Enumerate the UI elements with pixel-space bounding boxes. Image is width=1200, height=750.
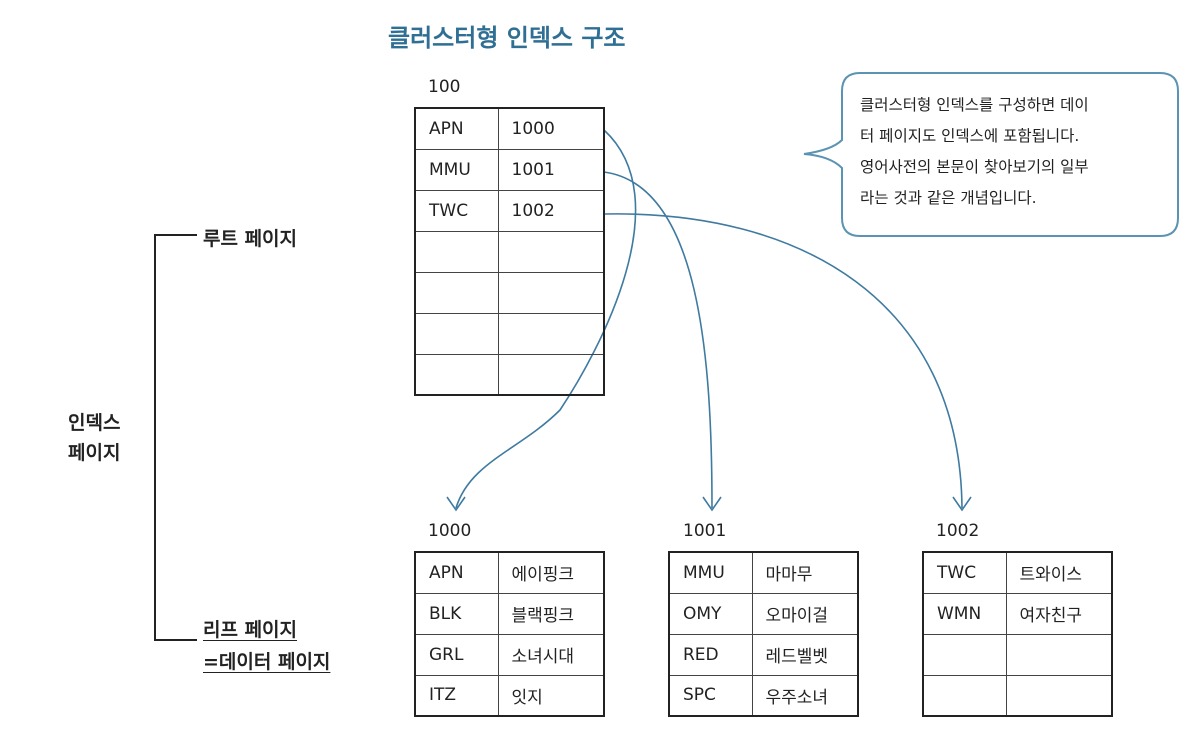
leaf-page-label-line: =데이터 페이지 <box>203 651 331 673</box>
key-cell: GRL <box>414 633 499 676</box>
pointer-cell <box>497 230 605 273</box>
key-cell: APN <box>414 107 499 150</box>
value-cell: 에이핑크 <box>497 551 605 594</box>
value-cell: 마마무 <box>751 551 859 594</box>
table-row <box>414 271 605 314</box>
table-row <box>922 674 1113 717</box>
key-cell <box>922 633 1007 676</box>
leaf-page-label-line: 리프 페이지 <box>203 619 298 641</box>
value-cell <box>1005 633 1113 676</box>
note-bubble <box>803 72 1179 237</box>
value-cell: 레드벨벳 <box>751 633 859 676</box>
table-row <box>922 633 1113 676</box>
pointer-arrow-1002 <box>603 213 963 509</box>
note-text: 클러스터형 인덱스를 구성하면 데이 터 페이지도 인덱스에 포함됩니다. 영어… <box>860 90 1170 214</box>
key-cell: WMN <box>922 592 1007 635</box>
key-cell: SPC <box>668 674 753 717</box>
note-line: 터 페이지도 인덱스에 포함됩니다. <box>860 127 1080 145</box>
value-cell: 블랙핑크 <box>497 592 605 635</box>
table-row <box>414 230 605 273</box>
key-cell: BLK <box>414 592 499 635</box>
key-cell <box>414 312 499 355</box>
pointer-cell: 1000 <box>497 107 605 150</box>
key-cell <box>414 271 499 314</box>
key-cell: ITZ <box>414 674 499 717</box>
leaf-page-number: 1000 <box>428 521 472 541</box>
leaf-page-number: 1002 <box>936 521 980 541</box>
pointer-cell: 1001 <box>497 148 605 191</box>
value-cell: 잇지 <box>497 674 605 717</box>
leaf-page-number: 1001 <box>683 521 727 541</box>
diagram-title: 클러스터형 인덱스 구조 <box>388 24 626 52</box>
index-page-label-line: 페이지 <box>68 442 121 464</box>
root-page-number: 100 <box>428 77 461 97</box>
value-cell: 소녀시대 <box>497 633 605 676</box>
key-cell: OMY <box>668 592 753 635</box>
value-cell: 여자친구 <box>1005 592 1113 635</box>
key-cell: MMU <box>668 551 753 594</box>
key-cell: MMU <box>414 148 499 191</box>
value-cell: 우주소녀 <box>751 674 859 717</box>
note-line: 클러스터형 인덱스를 구성하면 데이 <box>860 96 1089 114</box>
pointer-cell <box>497 271 605 314</box>
key-cell: TWC <box>414 189 499 232</box>
note-line: 라는 것과 같은 개념입니다. <box>860 189 1037 207</box>
table-row <box>414 312 605 355</box>
leaf-page-label: 리프 페이지 =데이터 페이지 <box>203 614 330 678</box>
key-cell <box>414 353 499 396</box>
arrowhead-1000 <box>446 496 466 512</box>
key-cell <box>922 674 1007 717</box>
value-cell <box>1005 674 1113 717</box>
key-cell <box>414 230 499 273</box>
pointer-cell <box>497 353 605 396</box>
key-cell: TWC <box>922 551 1007 594</box>
value-cell: 오마이걸 <box>751 592 859 635</box>
value-cell: 트와이스 <box>1005 551 1113 594</box>
key-cell: RED <box>668 633 753 676</box>
pointer-cell <box>497 312 605 355</box>
index-page-bracket <box>154 234 197 641</box>
index-page-label: 인덱스 페이지 <box>68 408 120 468</box>
index-page-label-line: 인덱스 <box>68 412 121 434</box>
arrowhead-1002 <box>952 496 972 512</box>
pointer-arrow-1001 <box>603 171 713 509</box>
arrowhead-1001 <box>702 496 722 512</box>
key-cell: APN <box>414 551 499 594</box>
note-line: 영어사전의 본문이 찾아보기의 일부 <box>860 158 1089 176</box>
pointer-cell: 1002 <box>497 189 605 232</box>
table-row <box>414 353 605 396</box>
root-page-label: 루트 페이지 <box>203 228 298 250</box>
